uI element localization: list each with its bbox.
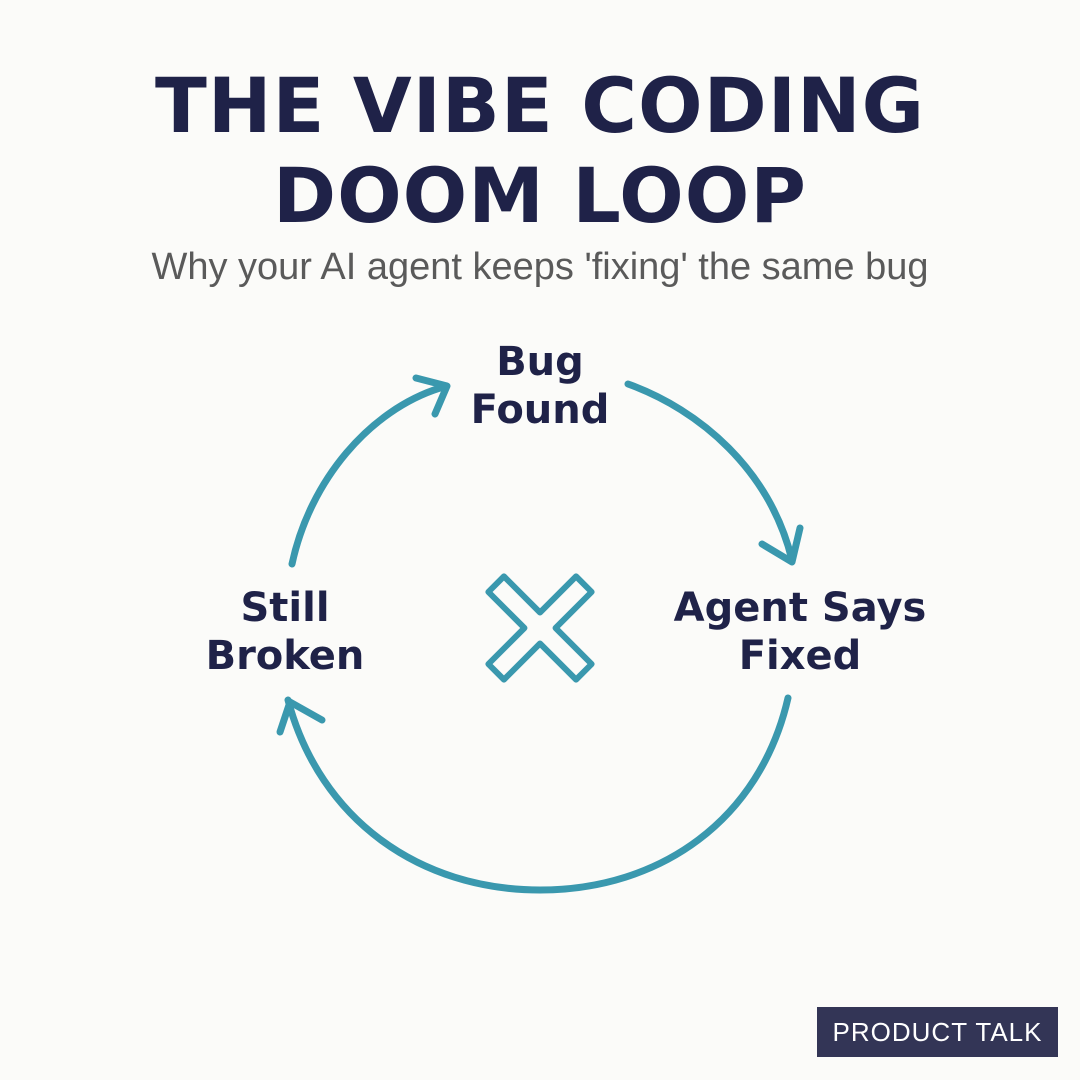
- arrow-fixed-to-broken: [284, 694, 792, 894]
- arrowhead-bug-icon: [412, 374, 451, 418]
- node-label: Found: [470, 387, 610, 433]
- node-label: Still: [240, 585, 330, 631]
- page-title-line2: DOOM LOOP: [272, 151, 808, 240]
- node-agent-says-fixed: Agent Says Fixed: [660, 584, 940, 680]
- node-still-broken: Still Broken: [180, 584, 390, 680]
- page-title-line1: THE VIBE CODING: [155, 61, 925, 150]
- node-label: Agent Says: [673, 585, 927, 631]
- node-bug-found: Bug Found: [430, 338, 650, 434]
- node-label: Broken: [205, 633, 365, 679]
- arrowhead-fixed-icon: [758, 524, 804, 566]
- x-mark-icon: [485, 573, 595, 683]
- brand-badge: PRODUCT TALK: [817, 1007, 1058, 1057]
- node-label: Fixed: [738, 633, 862, 679]
- arrow-bug-to-fixed: [624, 380, 796, 564]
- arrowhead-broken-icon: [276, 698, 326, 736]
- node-label: Bug: [496, 339, 584, 385]
- arrow-broken-to-bug: [288, 384, 444, 568]
- page-subtitle: Why your AI agent keeps 'fixing' the sam…: [151, 246, 929, 288]
